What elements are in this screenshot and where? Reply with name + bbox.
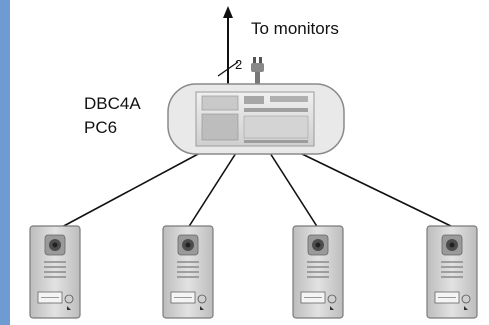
power-plug-icon (251, 57, 264, 84)
door-panel-4 (426, 225, 478, 319)
door-panel-3 (292, 225, 344, 319)
bus-line-4 (299, 152, 456, 229)
wire-count-label: 2 (235, 57, 243, 72)
destination-label: To monitors (251, 19, 339, 38)
bell-icon (67, 306, 71, 310)
call-button-icon (461, 294, 471, 304)
call-button-icon (327, 294, 337, 304)
call-button-icon (197, 294, 207, 304)
power-supply-module (167, 83, 345, 155)
up-arrow-icon (223, 6, 233, 18)
model-label-line-2: PC6 (84, 118, 118, 137)
call-button-icon (64, 294, 74, 304)
door-panel-2 (162, 225, 214, 319)
bus-line-2 (187, 152, 237, 229)
bell-icon (330, 306, 334, 310)
model-label-line-1: DBC4A (84, 94, 141, 113)
bell-icon (464, 306, 468, 310)
wire-count-tick (217, 61, 239, 77)
left-accent-bar (0, 0, 10, 325)
door-panel-1 (29, 225, 81, 319)
bus-line-1 (59, 152, 201, 229)
bell-icon (200, 306, 204, 310)
bus-line-3 (269, 152, 319, 229)
